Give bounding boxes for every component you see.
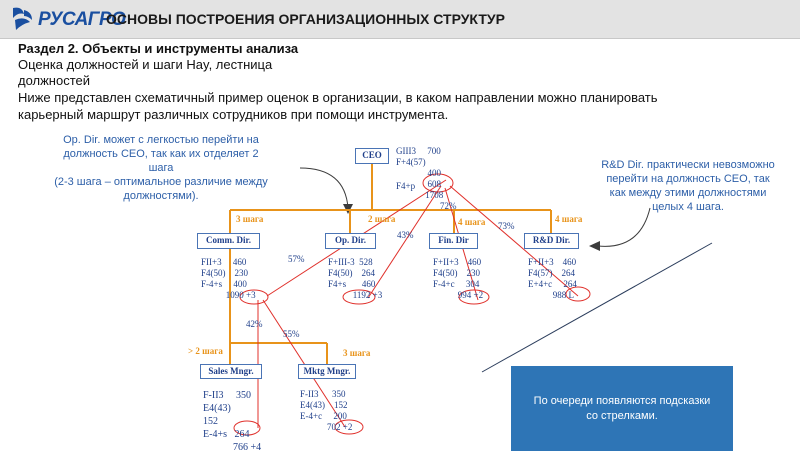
ceo-fp-label: F4+p (396, 181, 416, 191)
fin-dir-box: Fin. Dir (429, 233, 478, 249)
section-subtitle: Оценка должностей и шаги Hay, лестница д… (18, 57, 273, 88)
percent-op: 43% (397, 230, 414, 240)
percent-comm: 57% (288, 254, 305, 264)
left-callout: Op. Dir. может с легкостью перейти на до… (54, 134, 268, 202)
sales-mngr-grade: F-II3 350 E4(43) 152 E-4+s 264 766 +4 (203, 390, 262, 453)
steps-sales: > 2 шага (188, 346, 223, 356)
op-dir-grade: F+III-3 528 F4(50) 264 F4+s 460 1192 +3 (328, 257, 383, 300)
hint-note: По очереди появляются подсказки со стрел… (511, 366, 733, 451)
fin-dir-grade: F+II+3 460 F4(50) 230 F-4+c 304 994 +2 (433, 257, 484, 300)
steps-rd: 4 шага (555, 214, 583, 224)
ceo-grade: GIII3 700 F+4(57) 400 608 1708 (396, 146, 444, 200)
op-dir-box: Op. Dir. (325, 233, 376, 249)
section-title: Раздел 2. Объекты и инструменты анализа (18, 41, 299, 56)
percent-sales: 42% (246, 319, 263, 329)
steps-op: 2 шага (368, 214, 396, 224)
rd-dir-box: R&D Dir. (524, 233, 579, 249)
mktg-mngr-grade: F-II3 350 E4(43) 152 E-4+c 200 702 +2 (300, 389, 353, 432)
comm-dir-box: Comm. Dir. (197, 233, 260, 249)
ceo-box: CEO (355, 148, 389, 164)
steps-comm: 3 шага (236, 214, 264, 224)
percent-mktg: 55% (283, 329, 300, 339)
steps-mktg: 3 шага (343, 348, 371, 358)
header-bar (0, 0, 800, 39)
rusagro-logo-icon (13, 7, 32, 30)
intro-text: Ниже представлен схематичный пример оцен… (18, 90, 658, 122)
logo-text: РУСАГРО (38, 9, 126, 30)
percent-fin: 73% (498, 221, 515, 231)
comm-dir-grade: FII+3 460 F4(50) 230 F-4+s 400 1090 +3 (201, 257, 256, 300)
percent-ceo: 72% (440, 201, 457, 211)
steps-fin: 4 шага (458, 217, 486, 227)
sales-mngr-box: Sales Mngr. (200, 364, 262, 379)
page-title: ОСНОВЫ ПОСТРОЕНИЯ ОРГАНИЗАЦИОННЫХ СТРУКТ… (106, 11, 505, 27)
rd-dir-grade: F+II+3 460 F4(57) 264 E+4+c 264 988 L (528, 257, 577, 300)
right-callout: R&D Dir. практически невозможно перейти … (601, 159, 775, 213)
mktg-mngr-box: Mktg Mngr. (298, 364, 356, 379)
